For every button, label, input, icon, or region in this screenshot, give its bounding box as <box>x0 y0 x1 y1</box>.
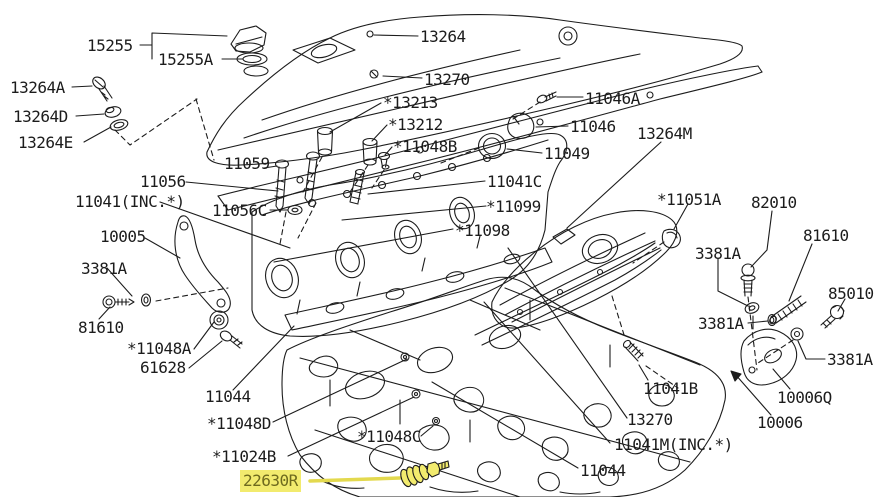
part-11041b-stud-glyph <box>622 339 644 362</box>
part-11024b-stud-glyph <box>411 389 421 399</box>
cylinder-head-art <box>251 132 568 337</box>
part-82010-bolt-glyph <box>740 263 756 297</box>
part-label-10005[interactable]: 10005 <box>100 227 146 246</box>
part-11051a-plug-glyph <box>661 228 681 249</box>
part-11048a-mount-glyph <box>209 310 229 330</box>
part-11048d-stud-glyph <box>400 352 410 362</box>
part-label-3381a-r2[interactable]: 3381A <box>698 314 744 333</box>
part-label-11048a[interactable]: *11048A <box>127 339 191 358</box>
part-10006q-bracket-glyph <box>740 328 798 386</box>
part-label-11049[interactable]: 11049 <box>544 144 590 163</box>
part-label-10006[interactable]: 10006 <box>757 413 803 432</box>
part-label-11044-bottom[interactable]: 11044 <box>580 461 626 480</box>
part-label-13212[interactable]: *13212 <box>388 115 443 134</box>
part-label-82010[interactable]: 82010 <box>751 193 797 212</box>
part-label-11099[interactable]: *11099 <box>486 197 541 216</box>
part-label-61628[interactable]: 61628 <box>140 358 186 377</box>
part-11048b-stud-glyph <box>377 151 391 170</box>
part-label-13213[interactable]: *13213 <box>383 93 438 112</box>
part-label-81610-left[interactable]: 81610 <box>78 318 124 337</box>
part-label-11098[interactable]: *11098 <box>455 221 510 240</box>
part-label-11048d[interactable]: *11048D <box>207 414 271 433</box>
part-3381a-left-washer-glyph <box>140 293 152 307</box>
part-11056-bolt-glyph <box>304 151 321 205</box>
part-label-13264d[interactable]: 13264D <box>13 107 68 126</box>
cylinder-block-art <box>281 276 726 497</box>
part-label-11048c[interactable]: *11048C <box>357 427 421 446</box>
valve-cover-art <box>206 14 743 166</box>
part-label-3381a-r3[interactable]: 3381A <box>827 350 873 369</box>
part-label-13264[interactable]: 13264 <box>420 27 466 46</box>
part-label-11046a[interactable]: 11046A <box>585 89 640 108</box>
part-label-11056[interactable]: 11056 <box>140 172 186 191</box>
part-label-11024b[interactable]: *11024B <box>212 447 276 466</box>
part-label-11041m-inc[interactable]: 11041M(INC.*) <box>614 435 733 454</box>
part-label-85010[interactable]: 85010 <box>828 284 874 303</box>
part-label-11041b[interactable]: 11041B <box>643 379 698 398</box>
part-label-3381a-left[interactable]: 3381A <box>81 259 127 278</box>
part-11046-glyph <box>507 112 535 140</box>
construction-lines <box>114 98 794 389</box>
part-label-11041c[interactable]: 11041C <box>487 172 542 191</box>
part-label-13270-right[interactable]: 13270 <box>627 410 673 429</box>
part-label-3381a-r1[interactable]: 3381A <box>695 244 741 263</box>
part-label-11059[interactable]: 11059 <box>224 154 270 173</box>
part-label-22630r[interactable]: 22630R <box>243 471 298 490</box>
right-gasket-art <box>474 242 662 346</box>
head-gasket-art <box>284 247 553 331</box>
part-label-15255a[interactable]: 15255A <box>158 50 213 69</box>
part-13212-guide-glyph <box>362 137 378 166</box>
part-3381a-r2-washer-glyph <box>767 313 777 327</box>
part-13264a-glyph <box>92 76 113 102</box>
part-label-13264e[interactable]: 13264E <box>18 133 73 152</box>
part-label-11051a[interactable]: *11051A <box>657 190 721 209</box>
part-label-11046[interactable]: 11046 <box>570 117 616 136</box>
highlighted-sensor-22630r[interactable] <box>308 460 450 488</box>
part-61628-bolt-glyph <box>219 330 243 349</box>
leader-lines <box>71 32 846 469</box>
part-11046a-screw-glyph <box>536 91 557 104</box>
part-11048c-stud-glyph <box>431 416 441 426</box>
part-10005-bracket-glyph <box>174 215 231 313</box>
part-label-13270-top[interactable]: 13270 <box>424 70 470 89</box>
part-label-13264m[interactable]: 13264M <box>637 124 692 143</box>
part-label-15255[interactable]: 15255 <box>87 36 133 55</box>
part-11049-ring-glyph <box>477 132 507 160</box>
part-3381a-r3-washer-glyph <box>790 327 804 341</box>
part-label-11048b[interactable]: *11048B <box>393 137 457 156</box>
part-label-11056c[interactable]: 11056C <box>212 201 267 220</box>
part-label-81610-right[interactable]: 81610 <box>803 226 849 245</box>
part-85010-bolt-glyph <box>820 304 845 329</box>
part-label-13264a[interactable]: 13264A <box>10 78 65 97</box>
part-label-11044-left[interactable]: 11044 <box>205 387 251 406</box>
part-13264d-glyph <box>104 106 122 118</box>
part-11059-bolt-glyph <box>274 159 290 213</box>
part-label-10006q[interactable]: 10006Q <box>777 388 832 407</box>
part-label-11041-inc[interactable]: 11041(INC.*) <box>75 192 185 211</box>
